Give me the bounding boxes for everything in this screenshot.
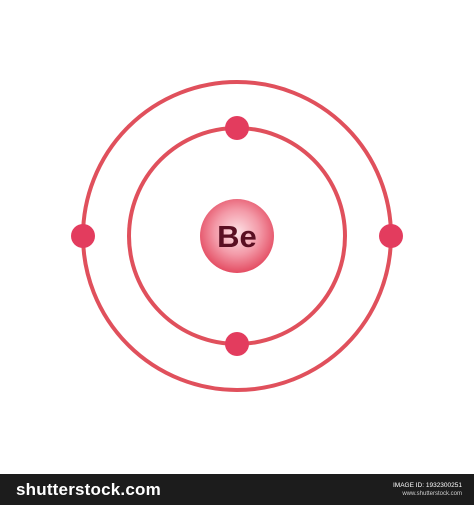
nucleus-symbol: Be [217,219,257,254]
nucleus [200,199,274,273]
site-url-text: www.shutterstock.com [402,490,462,497]
electron-outer-right [379,224,403,248]
electron-inner-bottom [225,332,249,356]
brand-logo-text: shutterstock.com [16,479,161,499]
electron-outer-left [71,224,95,248]
watermark-footer-bar: shutterstock.com IMAGE ID: 1932300251 ww… [0,474,474,505]
electron-inner-top [225,116,249,140]
image-id-text: IMAGE ID: 1932300251 [392,481,462,489]
bohr-model-diagram: Be [71,80,403,392]
image-meta: IMAGE ID: 1932300251 www.shutterstock.co… [393,481,462,499]
